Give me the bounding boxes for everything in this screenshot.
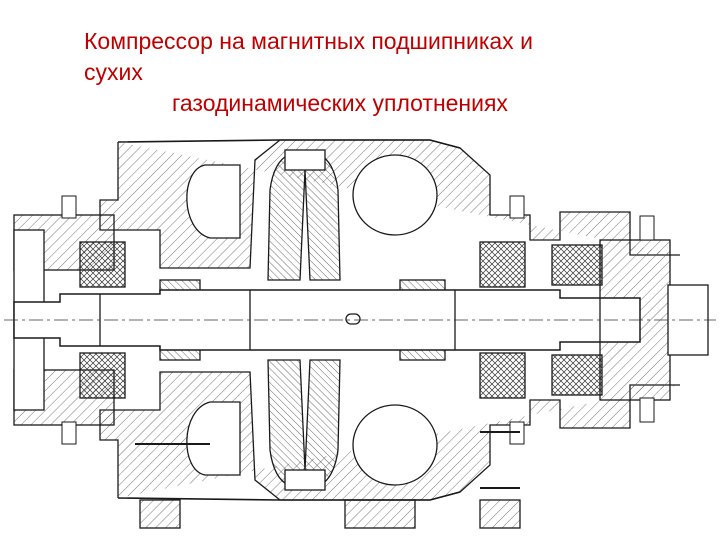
shaft-key bbox=[345, 313, 361, 325]
impeller-left-lower bbox=[267, 359, 306, 486]
impeller-right-lower bbox=[304, 359, 341, 486]
foot-left bbox=[139, 499, 181, 529]
diffuser-lower bbox=[284, 469, 326, 491]
title-line-3: газодинамических уплотнениях bbox=[172, 90, 508, 116]
left-magnetic-bearing-upper bbox=[79, 241, 126, 288]
casing-outline-top bbox=[117, 139, 461, 149]
thrust-bearing-upper bbox=[551, 244, 603, 286]
foot-right bbox=[479, 499, 521, 529]
impeller-right-upper bbox=[304, 154, 341, 281]
left-magnetic-bearing-lower bbox=[79, 352, 126, 399]
shaft bbox=[13, 289, 641, 351]
title-line-2: сухих bbox=[84, 59, 143, 85]
slide-title: Компрессор на магнитных подшипниках и су… bbox=[84, 26, 684, 119]
volute-lower-right bbox=[352, 404, 438, 486]
foot-center bbox=[344, 499, 416, 529]
volute-lower-left bbox=[186, 401, 241, 476]
volute-upper-left bbox=[186, 164, 241, 239]
right-magnetic-bearing-lower bbox=[479, 352, 526, 399]
volute-upper-right bbox=[352, 154, 438, 236]
impeller-left-upper bbox=[267, 154, 306, 281]
bolts bbox=[61, 195, 655, 489]
diffuser-upper bbox=[284, 149, 326, 171]
thrust-bearing-lower bbox=[551, 354, 603, 396]
right-magnetic-bearing-upper bbox=[479, 241, 526, 288]
title-line-1: Компрессор на магнитных подшипниках и bbox=[84, 28, 533, 54]
